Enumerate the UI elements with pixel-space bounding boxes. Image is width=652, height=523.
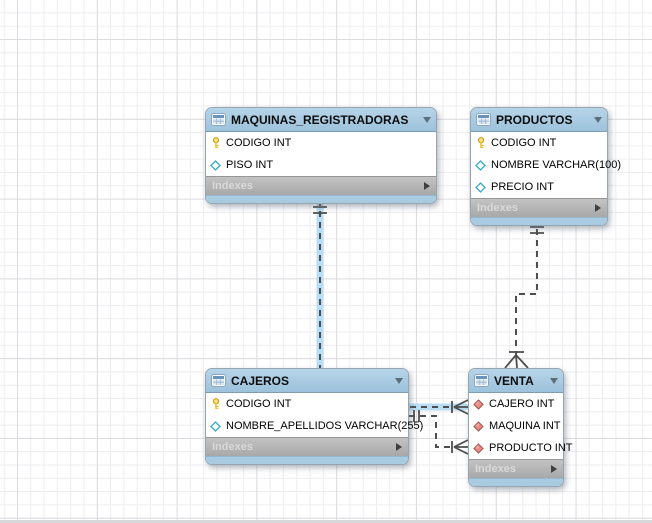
crow-foot-icon (453, 439, 469, 455)
column-label: CODIGO INT (226, 137, 292, 149)
column-label: MAQUINA INT (489, 420, 561, 432)
table-header[interactable]: MAQUINAS_REGISTRADORAS (206, 108, 436, 132)
table-footer (206, 456, 408, 464)
column-icon (475, 159, 487, 171)
column-label: PRODUCTO INT (489, 442, 573, 454)
table-productos[interactable]: PRODUCTOS CODIGO INT NOMBRE VARCHAR(100)… (470, 107, 621, 226)
column-icon (210, 420, 222, 432)
indexes-label: Indexes (212, 180, 253, 192)
indexes-label: Indexes (477, 202, 518, 214)
canvas-bottom-edge (0, 520, 652, 523)
expand-arrow-icon[interactable] (424, 182, 430, 190)
expand-arrow-icon[interactable] (396, 443, 402, 451)
cardinality-one-ticks (313, 206, 327, 214)
column-row[interactable]: CODIGO INT (206, 132, 436, 154)
table-title: PRODUCTOS (496, 112, 573, 127)
column-list: CAJERO INT MAQUINA INT PRODUCTO INT (469, 393, 573, 459)
expand-arrow-icon[interactable] (551, 465, 557, 473)
table-icon (211, 374, 226, 387)
column-row[interactable]: PISO INT (206, 154, 436, 176)
column-row[interactable]: PRECIO INT (471, 176, 607, 198)
table-footer (206, 195, 436, 203)
table-cajeros[interactable]: CAJEROS CODIGO INT NOMBRE_APELLIDOS VARC… (205, 368, 423, 465)
relationship-line[interactable] (515, 218, 538, 355)
table-icon (476, 113, 491, 126)
collapse-caret-icon[interactable] (423, 116, 431, 123)
cardinality-one-ticks (530, 226, 544, 234)
table-footer (469, 478, 563, 486)
column-icon (210, 159, 222, 171)
indexes-bar[interactable]: Indexes (469, 459, 563, 478)
table-title: CAJEROS (231, 373, 290, 388)
indexes-label: Indexes (475, 463, 516, 475)
column-icon (475, 181, 487, 193)
column-label: CODIGO INT (491, 137, 557, 149)
primary-key-icon (210, 137, 222, 149)
table-icon (474, 374, 489, 387)
column-list: CODIGO INT NOMBRE VARCHAR(100) PRECIO IN… (471, 132, 621, 198)
column-row[interactable]: NOMBRE VARCHAR(100) (471, 154, 621, 176)
indexes-bar[interactable]: Indexes (206, 176, 436, 195)
column-row[interactable]: CODIGO INT (471, 132, 607, 154)
column-label: CAJERO INT (489, 398, 555, 410)
column-row[interactable]: PRODUCTO INT (469, 437, 573, 459)
table-venta[interactable]: VENTA CAJERO INT MAQUINA INT PRODUCTO IN… (468, 368, 573, 487)
indexes-bar[interactable]: Indexes (471, 198, 607, 217)
primary-key-icon (210, 398, 222, 410)
column-label: CODIGO INT (226, 398, 292, 410)
column-row[interactable]: CODIGO INT (206, 393, 408, 415)
foreign-key-icon (473, 420, 485, 432)
collapse-caret-icon[interactable] (395, 377, 403, 384)
indexes-label: Indexes (212, 441, 253, 453)
relationship-productos-venta[interactable] (504, 218, 544, 369)
column-label: NOMBRE VARCHAR(100) (491, 159, 621, 171)
column-label: PISO INT (226, 159, 274, 171)
table-maquinas-registradoras[interactable]: MAQUINAS_REGISTRADORAS CODIGO INT PISO I… (205, 107, 437, 204)
relationship-cajeros-venta[interactable] (409, 410, 469, 455)
expand-arrow-icon[interactable] (595, 204, 601, 212)
collapse-caret-icon[interactable] (594, 116, 602, 123)
primary-key-icon (475, 137, 487, 149)
column-row[interactable]: MAQUINA INT (469, 415, 563, 437)
column-list: CODIGO INT PISO INT (206, 132, 436, 176)
table-header[interactable]: VENTA (469, 369, 563, 393)
table-title: VENTA (494, 373, 534, 388)
crow-foot-icon (504, 354, 529, 369)
table-header[interactable]: CAJEROS (206, 369, 408, 393)
foreign-key-icon (473, 398, 485, 410)
table-footer (471, 217, 607, 225)
column-list: CODIGO INT NOMBRE_APELLIDOS VARCHAR(255) (206, 393, 423, 437)
table-icon (211, 113, 226, 126)
cardinality-one-ticks (413, 410, 420, 422)
column-label: PRECIO INT (491, 181, 554, 193)
crow-foot-icon (453, 399, 469, 415)
relationship-line[interactable] (409, 415, 455, 448)
collapse-caret-icon[interactable] (550, 377, 558, 384)
table-header[interactable]: PRODUCTOS (471, 108, 607, 132)
foreign-key-icon (473, 442, 485, 454)
column-row[interactable]: NOMBRE_APELLIDOS VARCHAR(255) (206, 415, 423, 437)
relationship-line[interactable] (319, 200, 455, 408)
column-label: NOMBRE_APELLIDOS VARCHAR(255) (226, 420, 424, 432)
column-row[interactable]: CAJERO INT (469, 393, 563, 415)
indexes-bar[interactable]: Indexes (206, 437, 408, 456)
table-title: MAQUINAS_REGISTRADORAS (231, 112, 409, 127)
